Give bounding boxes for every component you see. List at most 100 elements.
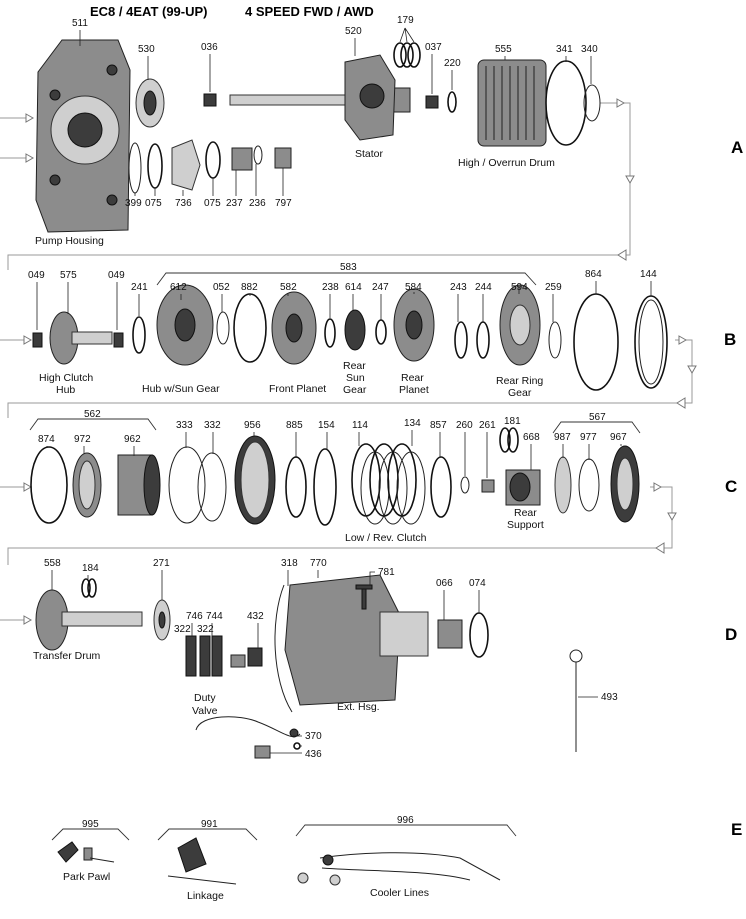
part-882: 882	[241, 282, 258, 293]
part-333: 333	[176, 420, 193, 431]
group-567: 567	[589, 412, 606, 423]
part-582: 582	[280, 282, 297, 293]
caption-ext-hsg: Ext. Hsg.	[337, 701, 380, 713]
part-134: 134	[404, 418, 421, 429]
caption-duty: Duty	[194, 692, 216, 704]
caption-transfer-drum: Transfer Drum	[33, 650, 101, 662]
part-052: 052	[213, 282, 230, 293]
part-074: 074	[469, 578, 486, 589]
part-736: 736	[175, 198, 192, 209]
section-b-parts	[32, 284, 668, 391]
part-612: 612	[170, 282, 187, 293]
section-e-labels: 995 991 996 Park Pawl Linkage Cooler Lin…	[63, 815, 429, 902]
part-075-a: 075	[145, 198, 162, 209]
caption-park-pawl: Park Pawl	[63, 871, 110, 883]
part-967: 967	[610, 432, 627, 443]
flow-lines	[0, 98, 697, 625]
part-220: 220	[444, 58, 461, 69]
part-987: 987	[554, 432, 571, 443]
group-583: 583	[340, 262, 357, 273]
part-857: 857	[430, 420, 447, 431]
part-781: 781	[378, 567, 395, 578]
part-972: 972	[74, 434, 91, 445]
section-e-parts	[57, 837, 501, 886]
part-049-a: 049	[28, 270, 45, 281]
part-668: 668	[523, 432, 540, 443]
part-241: 241	[131, 282, 148, 293]
part-144: 144	[640, 269, 657, 280]
part-511: 511	[72, 18, 88, 29]
caption-high-clutch-hub: Hub	[56, 384, 75, 396]
part-614: 614	[345, 282, 362, 293]
part-436: 436	[305, 749, 322, 760]
part-432: 432	[247, 611, 264, 622]
part-770: 770	[310, 558, 327, 569]
part-075-b: 075	[204, 198, 221, 209]
part-341: 341	[556, 44, 573, 55]
part-244: 244	[475, 282, 492, 293]
part-370: 370	[305, 731, 322, 742]
part-237: 237	[226, 198, 243, 209]
caption-rear-ring-2: Gear	[508, 387, 532, 399]
part-340: 340	[581, 44, 598, 55]
section-label-b: B	[724, 330, 736, 349]
part-864: 864	[585, 269, 602, 280]
bracket-995	[51, 828, 130, 841]
part-991: 991	[201, 819, 218, 830]
part-236: 236	[249, 198, 266, 209]
part-746: 746	[186, 611, 203, 622]
part-399: 399	[125, 198, 142, 209]
caption-stator: Stator	[355, 148, 384, 160]
section-d-parts	[35, 574, 583, 759]
part-575: 575	[60, 270, 77, 281]
part-049-b: 049	[108, 270, 125, 281]
caption-low-rev-clutch: Low / Rev. Clutch	[345, 532, 427, 544]
bracket-562	[29, 418, 157, 431]
part-271: 271	[153, 558, 170, 569]
part-558: 558	[44, 558, 61, 569]
part-154: 154	[318, 420, 335, 431]
part-114: 114	[352, 420, 368, 431]
part-318: 318	[281, 558, 298, 569]
part-797: 797	[275, 198, 292, 209]
caption-rear-ring-1: Rear Ring	[496, 375, 543, 387]
part-977: 977	[580, 432, 597, 443]
group-562: 562	[84, 409, 101, 420]
caption-rear-sun-1: Rear	[343, 360, 366, 372]
part-322-a: 322	[174, 624, 191, 635]
caption-linkage: Linkage	[187, 890, 224, 902]
caption-hub-sun-gear: Hub w/Sun Gear	[142, 383, 220, 395]
section-label-a: A	[731, 138, 743, 157]
bracket-567	[552, 421, 641, 434]
section-c-labels: 874 972 962 333 332 956 885 154 114 134 …	[38, 416, 627, 544]
part-247: 247	[372, 282, 389, 293]
part-744: 744	[206, 611, 223, 622]
section-d-labels: 558 184 271 746 744 322 322 432 318 770 …	[33, 558, 618, 760]
caption-rear-support-1: Rear	[514, 507, 537, 519]
bracket-583	[156, 272, 537, 286]
section-label-e: E	[731, 820, 742, 839]
section-b-labels: 049 575 049 241 612 052 882 582 238 614 …	[28, 269, 657, 399]
section-a-labels: 511 530 036 520 179 037 220 555 341 340 …	[35, 15, 598, 247]
header-model: EC8 / 4EAT (99-UP)	[90, 4, 208, 19]
part-259: 259	[545, 282, 562, 293]
caption-rear-sun-3: Gear	[343, 384, 367, 396]
part-066: 066	[436, 578, 453, 589]
part-956: 956	[244, 420, 261, 431]
section-label-d: D	[725, 625, 737, 644]
part-520: 520	[345, 26, 362, 37]
part-493: 493	[601, 692, 618, 703]
caption-front-planet: Front Planet	[269, 383, 326, 395]
caption-cooler-lines: Cooler Lines	[370, 887, 429, 899]
section-a-parts	[35, 39, 601, 233]
part-179: 179	[397, 15, 414, 26]
caption-valve: Valve	[192, 705, 218, 717]
caption-rear-planet-2: Planet	[399, 384, 429, 396]
section-c-parts	[30, 427, 640, 526]
part-332: 332	[204, 420, 221, 431]
part-584: 584	[405, 282, 422, 293]
caption-high-clutch: High Clutch	[39, 372, 93, 384]
part-995: 995	[82, 819, 99, 830]
part-260: 260	[456, 420, 473, 431]
